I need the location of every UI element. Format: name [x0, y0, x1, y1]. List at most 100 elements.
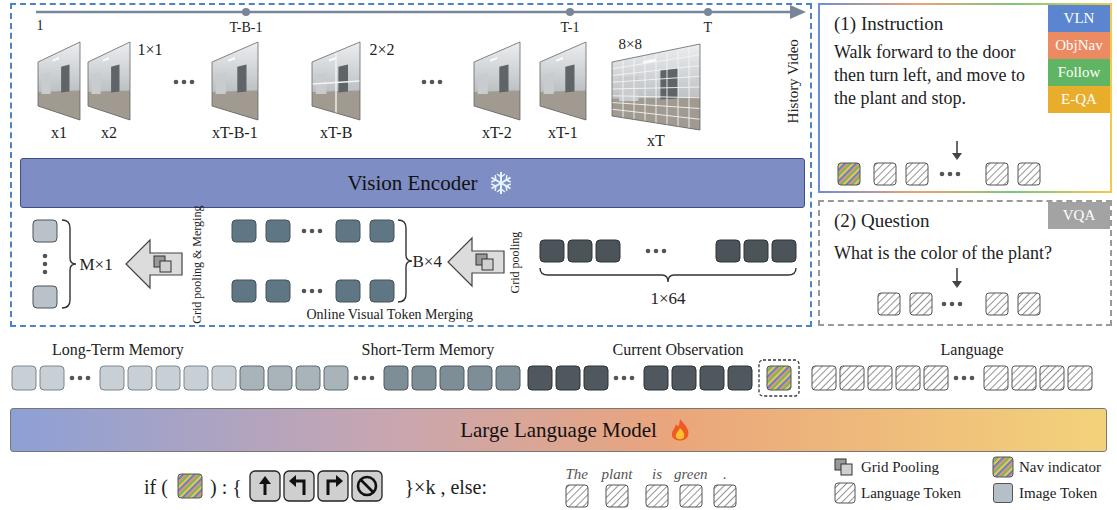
tick-label: T-1: [561, 20, 580, 35]
answer-word: is: [652, 466, 662, 483]
video-frame: [312, 42, 360, 120]
frame-label: xT-B-1: [212, 124, 258, 142]
video-frame: [678, 49, 679, 127]
timeline-tick: [566, 8, 574, 16]
panel-tokens: [838, 163, 860, 185]
frozen-icon: [491, 175, 511, 191]
tag-label: ObjNav: [1055, 37, 1103, 54]
history-panel: History VideoVision Encoder: [10, 3, 812, 327]
ellipsis: [190, 80, 195, 85]
video-frame: [474, 42, 520, 120]
video-frame: [540, 42, 586, 120]
token-merging: [318, 289, 323, 294]
token-merging: [540, 268, 796, 282]
panel-tokens: [948, 172, 953, 177]
token-merging: [596, 240, 620, 262]
timeline: [36, 5, 806, 19]
token-merging: [370, 220, 394, 242]
input-sequence: [954, 376, 959, 381]
panel-tokens: [986, 293, 1008, 315]
video-frame: [38, 42, 80, 120]
panel-tokens: [958, 302, 963, 307]
video-frame: [612, 103, 700, 109]
tick-label: T-B-1: [230, 20, 263, 35]
ellipsis: [182, 80, 187, 85]
row-label: Current Observation: [613, 341, 744, 359]
video-frame: [38, 42, 80, 120]
input-sequence: [354, 376, 359, 381]
video-frame: [338, 64, 348, 92]
video-frame: [329, 57, 336, 62]
output-row: [318, 471, 348, 501]
legend-label: Nav indicator: [1019, 459, 1101, 476]
ellipsis: [174, 80, 179, 85]
video-frame: [490, 57, 497, 62]
trainable-icon: [667, 417, 693, 443]
token-merging: [43, 254, 48, 259]
video-frame: [212, 90, 258, 120]
input-sequence: [324, 366, 348, 390]
video-frame: [88, 42, 130, 120]
video-frame: [565, 64, 574, 92]
token-merging: [482, 259, 493, 270]
ellipsis: [174, 80, 443, 85]
input-sequence: [12, 360, 1092, 396]
token-merging: [744, 240, 768, 262]
video-frame: [540, 90, 586, 120]
input-sequence: [384, 366, 408, 390]
token-merging: [662, 249, 667, 254]
count-label: M×1: [80, 256, 113, 275]
token-merging: [448, 238, 504, 286]
frame-label: x1: [51, 124, 67, 142]
input-sequence: [962, 376, 967, 381]
video-frame: [667, 51, 668, 125]
legend-swatch: [993, 483, 1013, 503]
input-sequence: [896, 366, 920, 390]
input-sequence: [128, 366, 152, 390]
input-sequence: [700, 366, 724, 390]
timeline-head: [790, 5, 806, 19]
video-frame: [544, 72, 554, 94]
trainable-icon: [672, 419, 689, 441]
token-merging: [568, 240, 592, 262]
input-sequence: [767, 366, 791, 390]
token-merging: [310, 229, 315, 234]
frozen-icon: [491, 178, 510, 189]
row-label: Language: [941, 341, 1004, 359]
input-sequence: [240, 366, 264, 390]
ellipsis: [430, 80, 435, 85]
video-frame: [38, 42, 80, 120]
video-frame: [478, 72, 488, 94]
legend-label: Image Token: [1019, 485, 1097, 502]
output-row: [714, 485, 736, 507]
operation-label: Grid pooling: [509, 231, 522, 293]
grid-size: 1×1: [138, 41, 163, 59]
answer-word: green: [674, 466, 708, 483]
output-row: [680, 485, 702, 507]
legend-icons: [835, 483, 855, 503]
output-row: [336, 475, 343, 487]
answer-word: The: [566, 466, 589, 483]
ellipsis: [422, 80, 427, 85]
legend-label: Grid Pooling: [861, 459, 939, 476]
panel-tokens: [950, 302, 955, 307]
token-merging: [654, 249, 659, 254]
video-frame: [237, 64, 246, 92]
frame-label: xT-B: [320, 124, 352, 142]
input-sequence: [672, 366, 696, 390]
video-frame: [612, 44, 700, 130]
output-row: [178, 474, 202, 498]
input-sequence: [268, 366, 292, 390]
frozen-icon: [491, 178, 510, 189]
token-merging: [398, 220, 412, 302]
input-sequence: [40, 366, 64, 390]
video-frame: [660, 68, 678, 99]
token-merging: [43, 262, 48, 267]
panel-tokens: [906, 163, 928, 185]
token-merging: [772, 240, 796, 262]
panel-heading: (1) Instruction: [834, 13, 943, 35]
frame-label: xT-2: [482, 124, 512, 142]
instruction-text: Walk forward to the door then turn left,…: [834, 41, 1044, 110]
output-row: [352, 471, 382, 501]
video-frame: [53, 57, 59, 62]
